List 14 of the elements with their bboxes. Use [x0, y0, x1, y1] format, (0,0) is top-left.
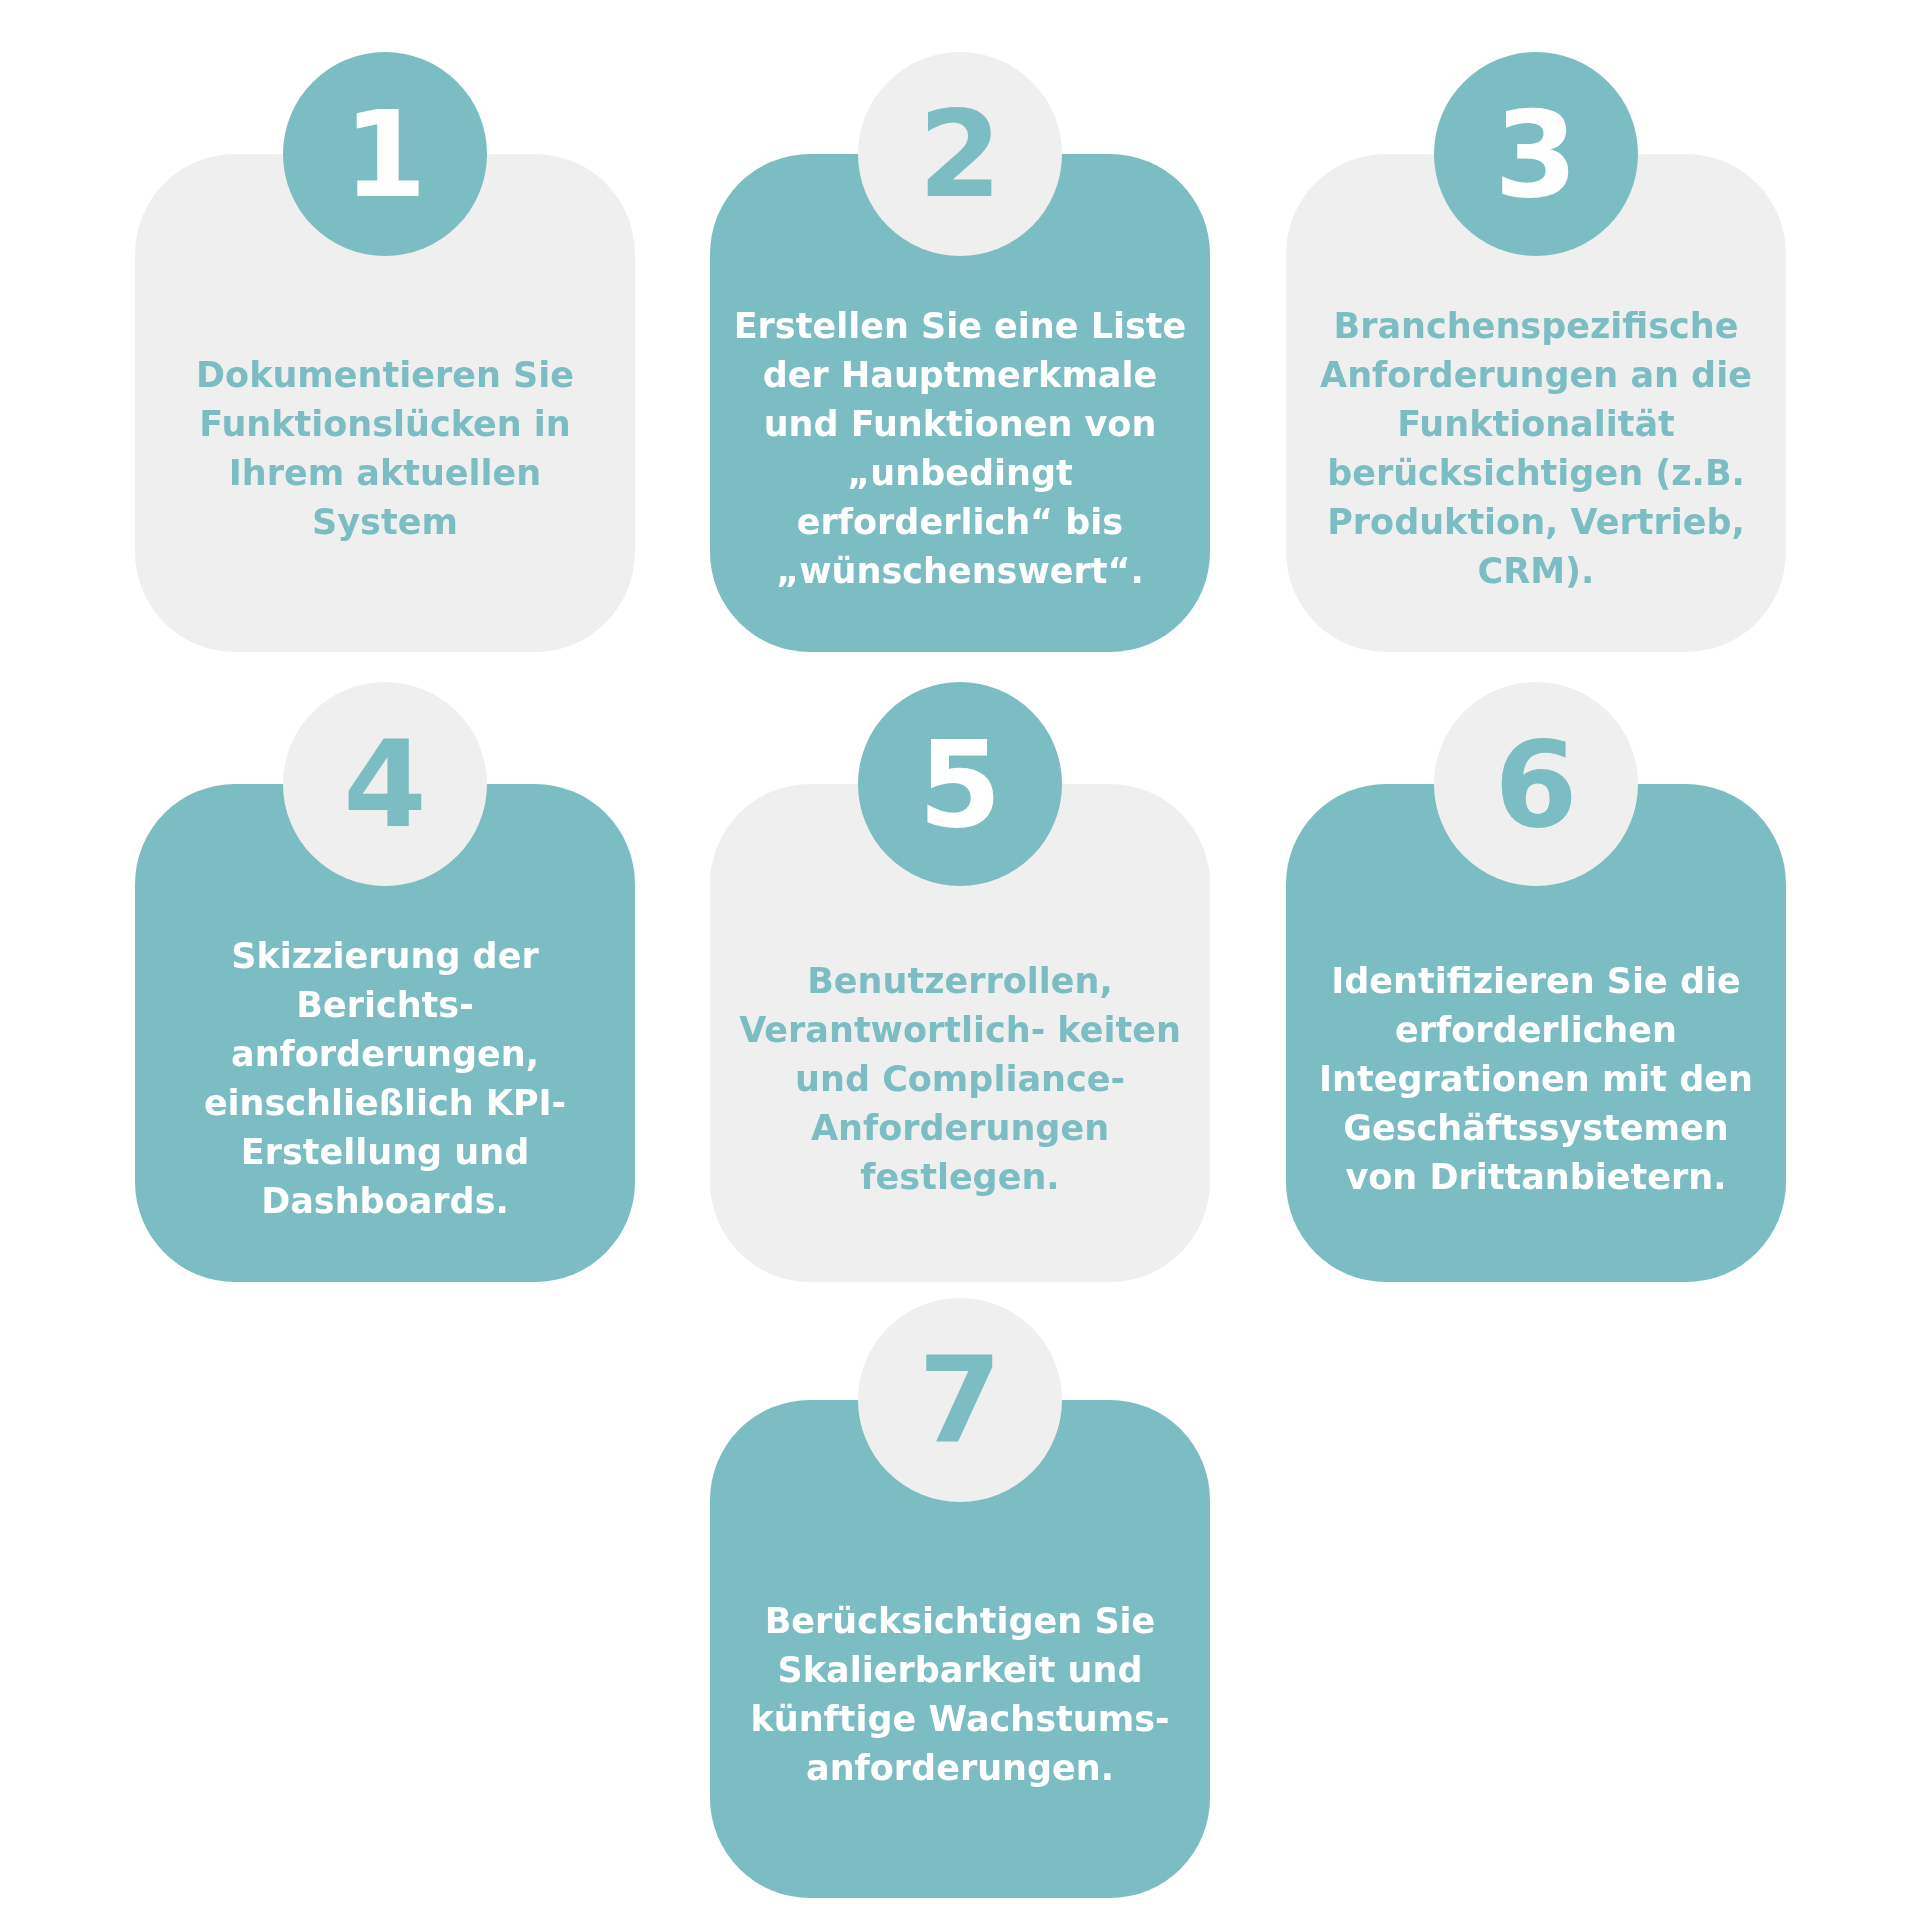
step-description: Benutzerrollen, Verantwortlich- keiten und Compliance- Anforderungen festlegen.	[738, 959, 1182, 1199]
number-circle: 5	[858, 682, 1062, 886]
step-description: Berücksichtigen Sie Skalierbarkeit und künftige Wachstums- anforderungen.	[749, 1600, 1171, 1790]
step-description: Erstellen Sie eine Liste der Hauptmerkmale und Funktionen von „unbedingt erforderlich“ bis „wünschenswert“.	[732, 305, 1188, 593]
step-description: Branchenspezifische Anforderungen an die Funktionalität berücksichtigen (z.B. Produktion, Vertrieb, CRM).	[1319, 305, 1753, 593]
number-circle: 1	[283, 52, 487, 256]
step-description: Identifizieren Sie die erforderlichen Integrationen mit den Geschäftssystemen von Drittanbietern.	[1318, 959, 1754, 1199]
number-circle: 3	[1434, 52, 1638, 256]
step-description: Dokumentieren Sie Funktionslücken in Ihrem aktuellen System	[195, 354, 575, 544]
number-circle: 6	[1434, 682, 1638, 886]
number-circle: 2	[858, 52, 1062, 256]
number-circle: 4	[283, 682, 487, 886]
number-circle: 7	[858, 1298, 1062, 1502]
step-description: Skizzierung der Berichts- anforderungen, einschließlich KPI-Erstellung und Dashboards.	[202, 935, 568, 1223]
